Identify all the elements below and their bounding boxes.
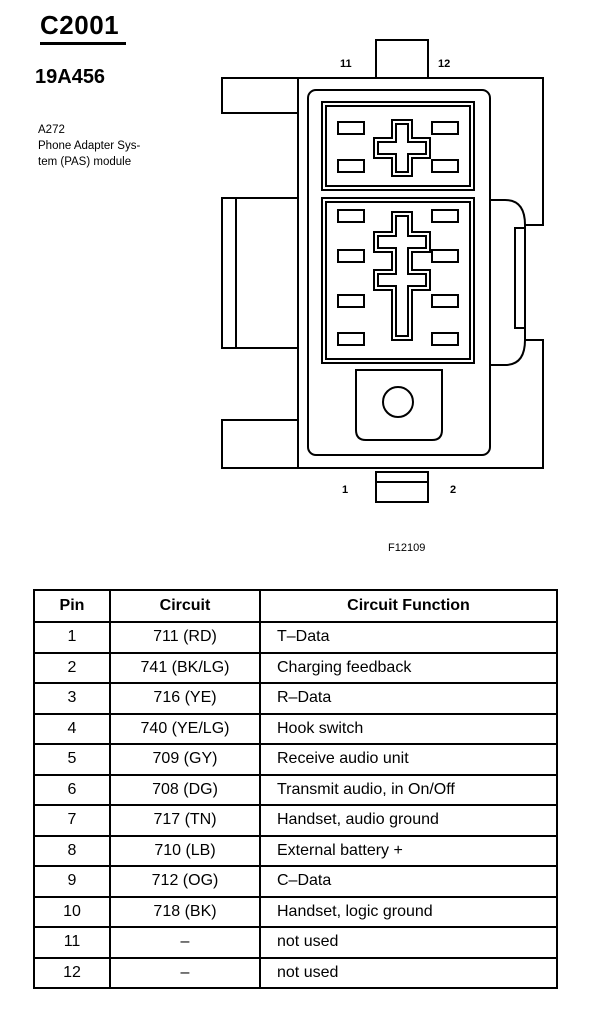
connector-id: C2001 <box>40 10 120 40</box>
pin-cell: 2 <box>33 651 111 684</box>
right-side-lock <box>514 227 526 329</box>
column-header-pin: Pin <box>33 589 111 623</box>
pin-cell: 10 <box>33 895 111 928</box>
pin-cell: 12 <box>33 956 111 989</box>
pin-cell: 8 <box>33 834 111 867</box>
description-line: A272 <box>38 124 65 136</box>
pin-cell: 6 <box>33 773 111 806</box>
terminal-slot <box>337 121 365 135</box>
pin-cell: 5 <box>33 743 111 776</box>
circuit-cell: 712 (OG) <box>109 865 261 898</box>
circuit-cell: 709 (GY) <box>109 743 261 776</box>
circuit-cell: – <box>109 926 261 959</box>
circuit-cell: 717 (TN) <box>109 804 261 837</box>
description-line: tem (PAS) module <box>38 156 132 168</box>
left-upper-ear <box>221 77 298 114</box>
terminal-slot <box>337 249 365 263</box>
description-line: Phone Adapter Sys- <box>38 140 141 152</box>
function-cell: R–Data <box>259 682 558 715</box>
pin-label-2: 2 <box>450 484 457 496</box>
circuit-cell: 716 (YE) <box>109 682 261 715</box>
function-cell: not used <box>259 956 558 989</box>
terminal-slot <box>431 159 459 173</box>
lower-key <box>373 211 431 341</box>
column-header-function: Circuit Function <box>259 589 558 623</box>
upper-cavity <box>321 101 475 191</box>
column-header-circuit: Circuit <box>109 589 261 623</box>
bolt-hole <box>382 386 414 418</box>
top-latch-tab <box>375 39 429 79</box>
bolt-boss <box>355 369 443 441</box>
terminal-slot <box>431 332 459 346</box>
left-lower-ear <box>221 419 298 469</box>
pin-label-11: 11 <box>340 58 352 70</box>
pin-cell: 3 <box>33 682 111 715</box>
inner-housing <box>307 89 491 456</box>
terminal-slot <box>431 294 459 308</box>
circuit-cell: 711 (RD) <box>109 621 261 654</box>
pin-cell: 1 <box>33 621 111 654</box>
circuit-cell: 708 (DG) <box>109 773 261 806</box>
pin-cell: 11 <box>33 926 111 959</box>
circuit-cell: 710 (LB) <box>109 834 261 867</box>
function-cell: Transmit audio, in On/Off <box>259 773 558 806</box>
pin-label-1: 1 <box>342 484 349 496</box>
function-cell: External battery + <box>259 834 558 867</box>
function-cell: C–Data <box>259 865 558 898</box>
bottom-latch-tab <box>375 471 429 503</box>
title-underline <box>40 42 126 45</box>
terminal-slot <box>431 209 459 223</box>
circuit-cell: 741 (BK/LG) <box>109 651 261 684</box>
circuit-cell: – <box>109 956 261 989</box>
lower-cavity <box>321 197 475 364</box>
pin-cell: 7 <box>33 804 111 837</box>
table-row: 12–not used <box>33 956 558 989</box>
left-side-lock <box>221 197 299 349</box>
circuit-cell: 718 (BK) <box>109 895 261 928</box>
terminal-slot <box>337 294 365 308</box>
terminal-slot <box>431 121 459 135</box>
function-cell: Receive audio unit <box>259 743 558 776</box>
upper-key <box>373 119 431 177</box>
function-cell: T–Data <box>259 621 558 654</box>
part-number: 19A456 <box>35 66 106 88</box>
pin-cell: 4 <box>33 712 111 745</box>
figure-id: F12109 <box>388 542 426 554</box>
function-cell: Handset, logic ground <box>259 895 558 928</box>
pin-label-12: 12 <box>438 58 451 70</box>
function-cell: not used <box>259 926 558 959</box>
function-cell: Handset, audio ground <box>259 804 558 837</box>
terminal-slot <box>337 209 365 223</box>
table-header-row: Pin Circuit Circuit Function <box>33 589 558 623</box>
table-row: 11–not used <box>33 926 558 959</box>
terminal-slot <box>431 249 459 263</box>
pin-cell: 9 <box>33 865 111 898</box>
terminal-slot <box>337 332 365 346</box>
terminal-slot <box>337 159 365 173</box>
connector-face-diagram <box>221 39 544 503</box>
circuit-cell: 740 (YE/LG) <box>109 712 261 745</box>
function-cell: Hook switch <box>259 712 558 745</box>
function-cell: Charging feedback <box>259 651 558 684</box>
